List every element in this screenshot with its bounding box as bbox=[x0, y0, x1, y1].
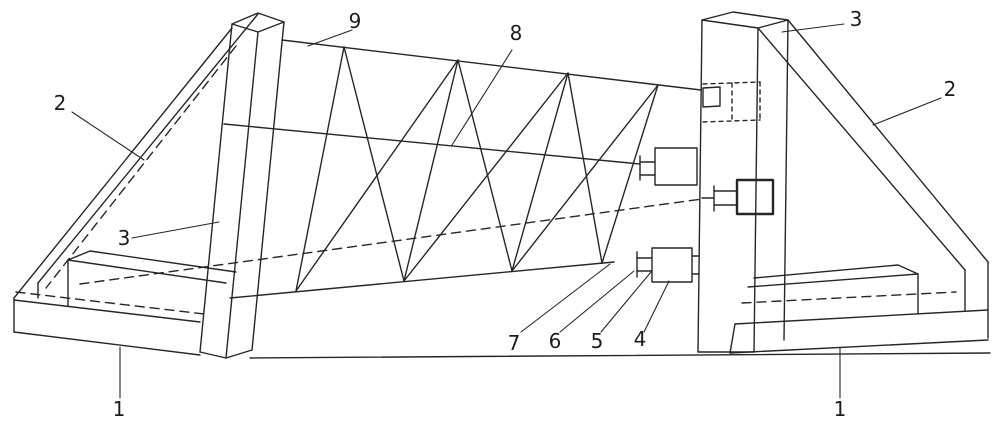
right-ledge-top-front bbox=[747, 273, 919, 288]
right-abutment bbox=[697, 11, 989, 354]
label-4: 4 bbox=[634, 327, 647, 351]
left-panel-bottom-edge bbox=[199, 349, 253, 359]
truss bbox=[79, 39, 703, 299]
leader-lines bbox=[71, 23, 942, 399]
left-panel-front-left-edge bbox=[199, 23, 233, 353]
leader-3-left bbox=[131, 221, 220, 239]
push-rod bbox=[223, 123, 641, 165]
leader-3-right bbox=[781, 23, 845, 33]
left-slab-top-edge bbox=[13, 299, 201, 323]
label-3-right: 3 bbox=[850, 7, 863, 31]
right-slab-hidden-edge bbox=[741, 291, 957, 304]
mounting-detail bbox=[702, 81, 761, 123]
part-labels: 2 3 1 9 8 3 2 1 7 6 5 4 bbox=[54, 7, 957, 421]
label-2-left: 2 bbox=[54, 91, 67, 115]
leader-2-right bbox=[872, 97, 942, 126]
truss-bottom-chord bbox=[229, 261, 615, 299]
left-slab-bottom-edge bbox=[13, 331, 201, 356]
left-wedge-hidden-edge bbox=[45, 45, 237, 289]
right-slab-top-edge bbox=[734, 309, 989, 325]
leader-8 bbox=[451, 49, 513, 146]
leader-7 bbox=[520, 263, 611, 333]
middle-block-body bbox=[735, 178, 775, 216]
label-5: 5 bbox=[591, 329, 604, 353]
actuator-upper-block bbox=[639, 147, 698, 186]
lower-block-body bbox=[651, 247, 693, 283]
left-wedge-hypotenuse-front bbox=[13, 27, 233, 299]
left-panel-top-face bbox=[231, 12, 285, 33]
label-9: 9 bbox=[349, 9, 362, 33]
left-wedge-hypotenuse-back bbox=[37, 13, 259, 284]
left-ledge-top-back bbox=[67, 250, 237, 273]
leader-5 bbox=[600, 271, 652, 333]
left-panel-front-right-edge bbox=[225, 31, 259, 359]
mounting-bracket bbox=[702, 86, 721, 108]
right-panel-back-right-edge bbox=[783, 19, 789, 341]
truss-diagonals bbox=[295, 46, 659, 292]
leader-4 bbox=[643, 280, 670, 333]
label-6: 6 bbox=[549, 329, 562, 353]
right-ledge-top-back bbox=[753, 264, 919, 279]
label-3-left: 3 bbox=[118, 226, 131, 250]
actuator-middle-block bbox=[701, 178, 775, 216]
mounting-hidden-bottom bbox=[702, 119, 761, 123]
right-wedge-hypotenuse-inner bbox=[757, 27, 966, 271]
leader-6 bbox=[559, 270, 635, 333]
ground-line bbox=[249, 352, 991, 359]
label-8: 8 bbox=[510, 21, 523, 45]
leader-2-left bbox=[71, 111, 145, 161]
leader-9 bbox=[307, 29, 353, 47]
actuator-lower-block bbox=[636, 247, 700, 283]
left-slab-hidden-edge bbox=[15, 291, 205, 315]
upper-block-body bbox=[654, 147, 698, 186]
right-panel-top-face bbox=[701, 11, 789, 29]
label-1-left: 1 bbox=[113, 397, 126, 421]
left-ledge-top-front bbox=[67, 259, 227, 284]
right-wedge-hypotenuse-outer bbox=[787, 19, 989, 263]
left-panel-back-right-edge bbox=[251, 21, 285, 351]
right-panel-front-right-edge bbox=[753, 27, 759, 353]
truss-top-chord bbox=[281, 39, 702, 91]
label-1-right: 1 bbox=[834, 397, 847, 421]
right-slab-left-vertical bbox=[729, 323, 736, 354]
drawing-lines bbox=[13, 11, 991, 399]
label-7: 7 bbox=[508, 331, 521, 355]
right-slab-bottom-edge bbox=[729, 339, 989, 354]
label-2-right: 2 bbox=[944, 77, 957, 101]
left-abutment bbox=[13, 12, 285, 359]
hidden-rod bbox=[79, 198, 703, 285]
right-panel-front-left-edge bbox=[697, 19, 703, 353]
